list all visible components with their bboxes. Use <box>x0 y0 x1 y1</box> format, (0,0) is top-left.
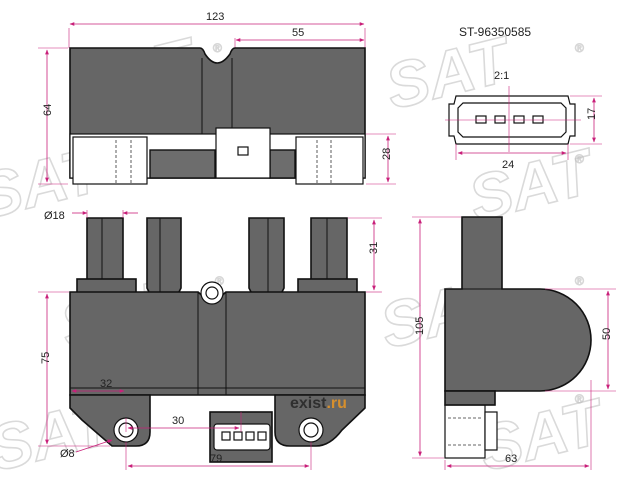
dim-side-total-height: 105 <box>414 317 426 335</box>
watermark-registered-mark-2: ® <box>575 41 584 55</box>
dim-body-height: 64 <box>42 104 54 116</box>
dim-connector-height: 17 <box>586 108 598 120</box>
watermark-registered-mark-1: ® <box>213 41 222 55</box>
dim-hole-spacing: 79 <box>210 453 222 465</box>
dim-front-height: 75 <box>40 352 52 364</box>
side-view: 105 50 63 <box>412 216 616 470</box>
dim-connector-width: 24 <box>502 159 514 171</box>
connector-pin-2 <box>494 115 506 124</box>
dim-tower-diameter: Ø18 <box>44 210 65 222</box>
connector-scale-label: 2:1 <box>494 70 509 82</box>
part-number-label: ST-96350585 <box>459 25 531 39</box>
connector-detail-view: 2:1 24 17 <box>445 70 602 171</box>
dim-total-width: 123 <box>206 11 224 23</box>
side-view-connector <box>444 404 486 459</box>
watermark-registered-mark-5: ® <box>215 274 224 288</box>
dim-half-width: 55 <box>292 27 304 39</box>
watermark-registered-mark-8: ® <box>575 392 584 406</box>
top-view: 123 55 64 28 <box>38 11 396 185</box>
dim-tower-height: 31 <box>368 242 380 254</box>
site-watermark: exist.ru <box>290 395 347 412</box>
dim-mount-height: 28 <box>381 148 393 160</box>
connector-pin-3 <box>513 115 525 124</box>
coil-tower-2 <box>146 217 182 295</box>
dim-side-depth: 63 <box>505 453 517 465</box>
top-view-right-ear <box>295 136 364 185</box>
dim-side-radius-height: 50 <box>601 328 613 340</box>
coil-tower-3 <box>248 217 285 295</box>
top-view-left-ear <box>72 136 148 185</box>
front-view: Ø18 31 75 32 30 Ø8 79 <box>38 210 382 470</box>
dim-connector-offset: 30 <box>172 415 184 427</box>
connector-pin-4 <box>532 115 544 124</box>
connector-pin-1 <box>475 115 487 124</box>
front-view-body <box>69 291 366 396</box>
site-watermark-prefix: exist.ru <box>290 395 347 412</box>
watermark-registered-mark-4: ® <box>575 152 584 166</box>
watermark-registered-mark-6: ® <box>575 274 584 288</box>
side-view-body <box>444 216 592 392</box>
dim-hole-offset: 32 <box>100 378 112 390</box>
dim-hole-diameter: Ø8 <box>60 448 75 460</box>
right-mounting-foot <box>274 394 366 447</box>
